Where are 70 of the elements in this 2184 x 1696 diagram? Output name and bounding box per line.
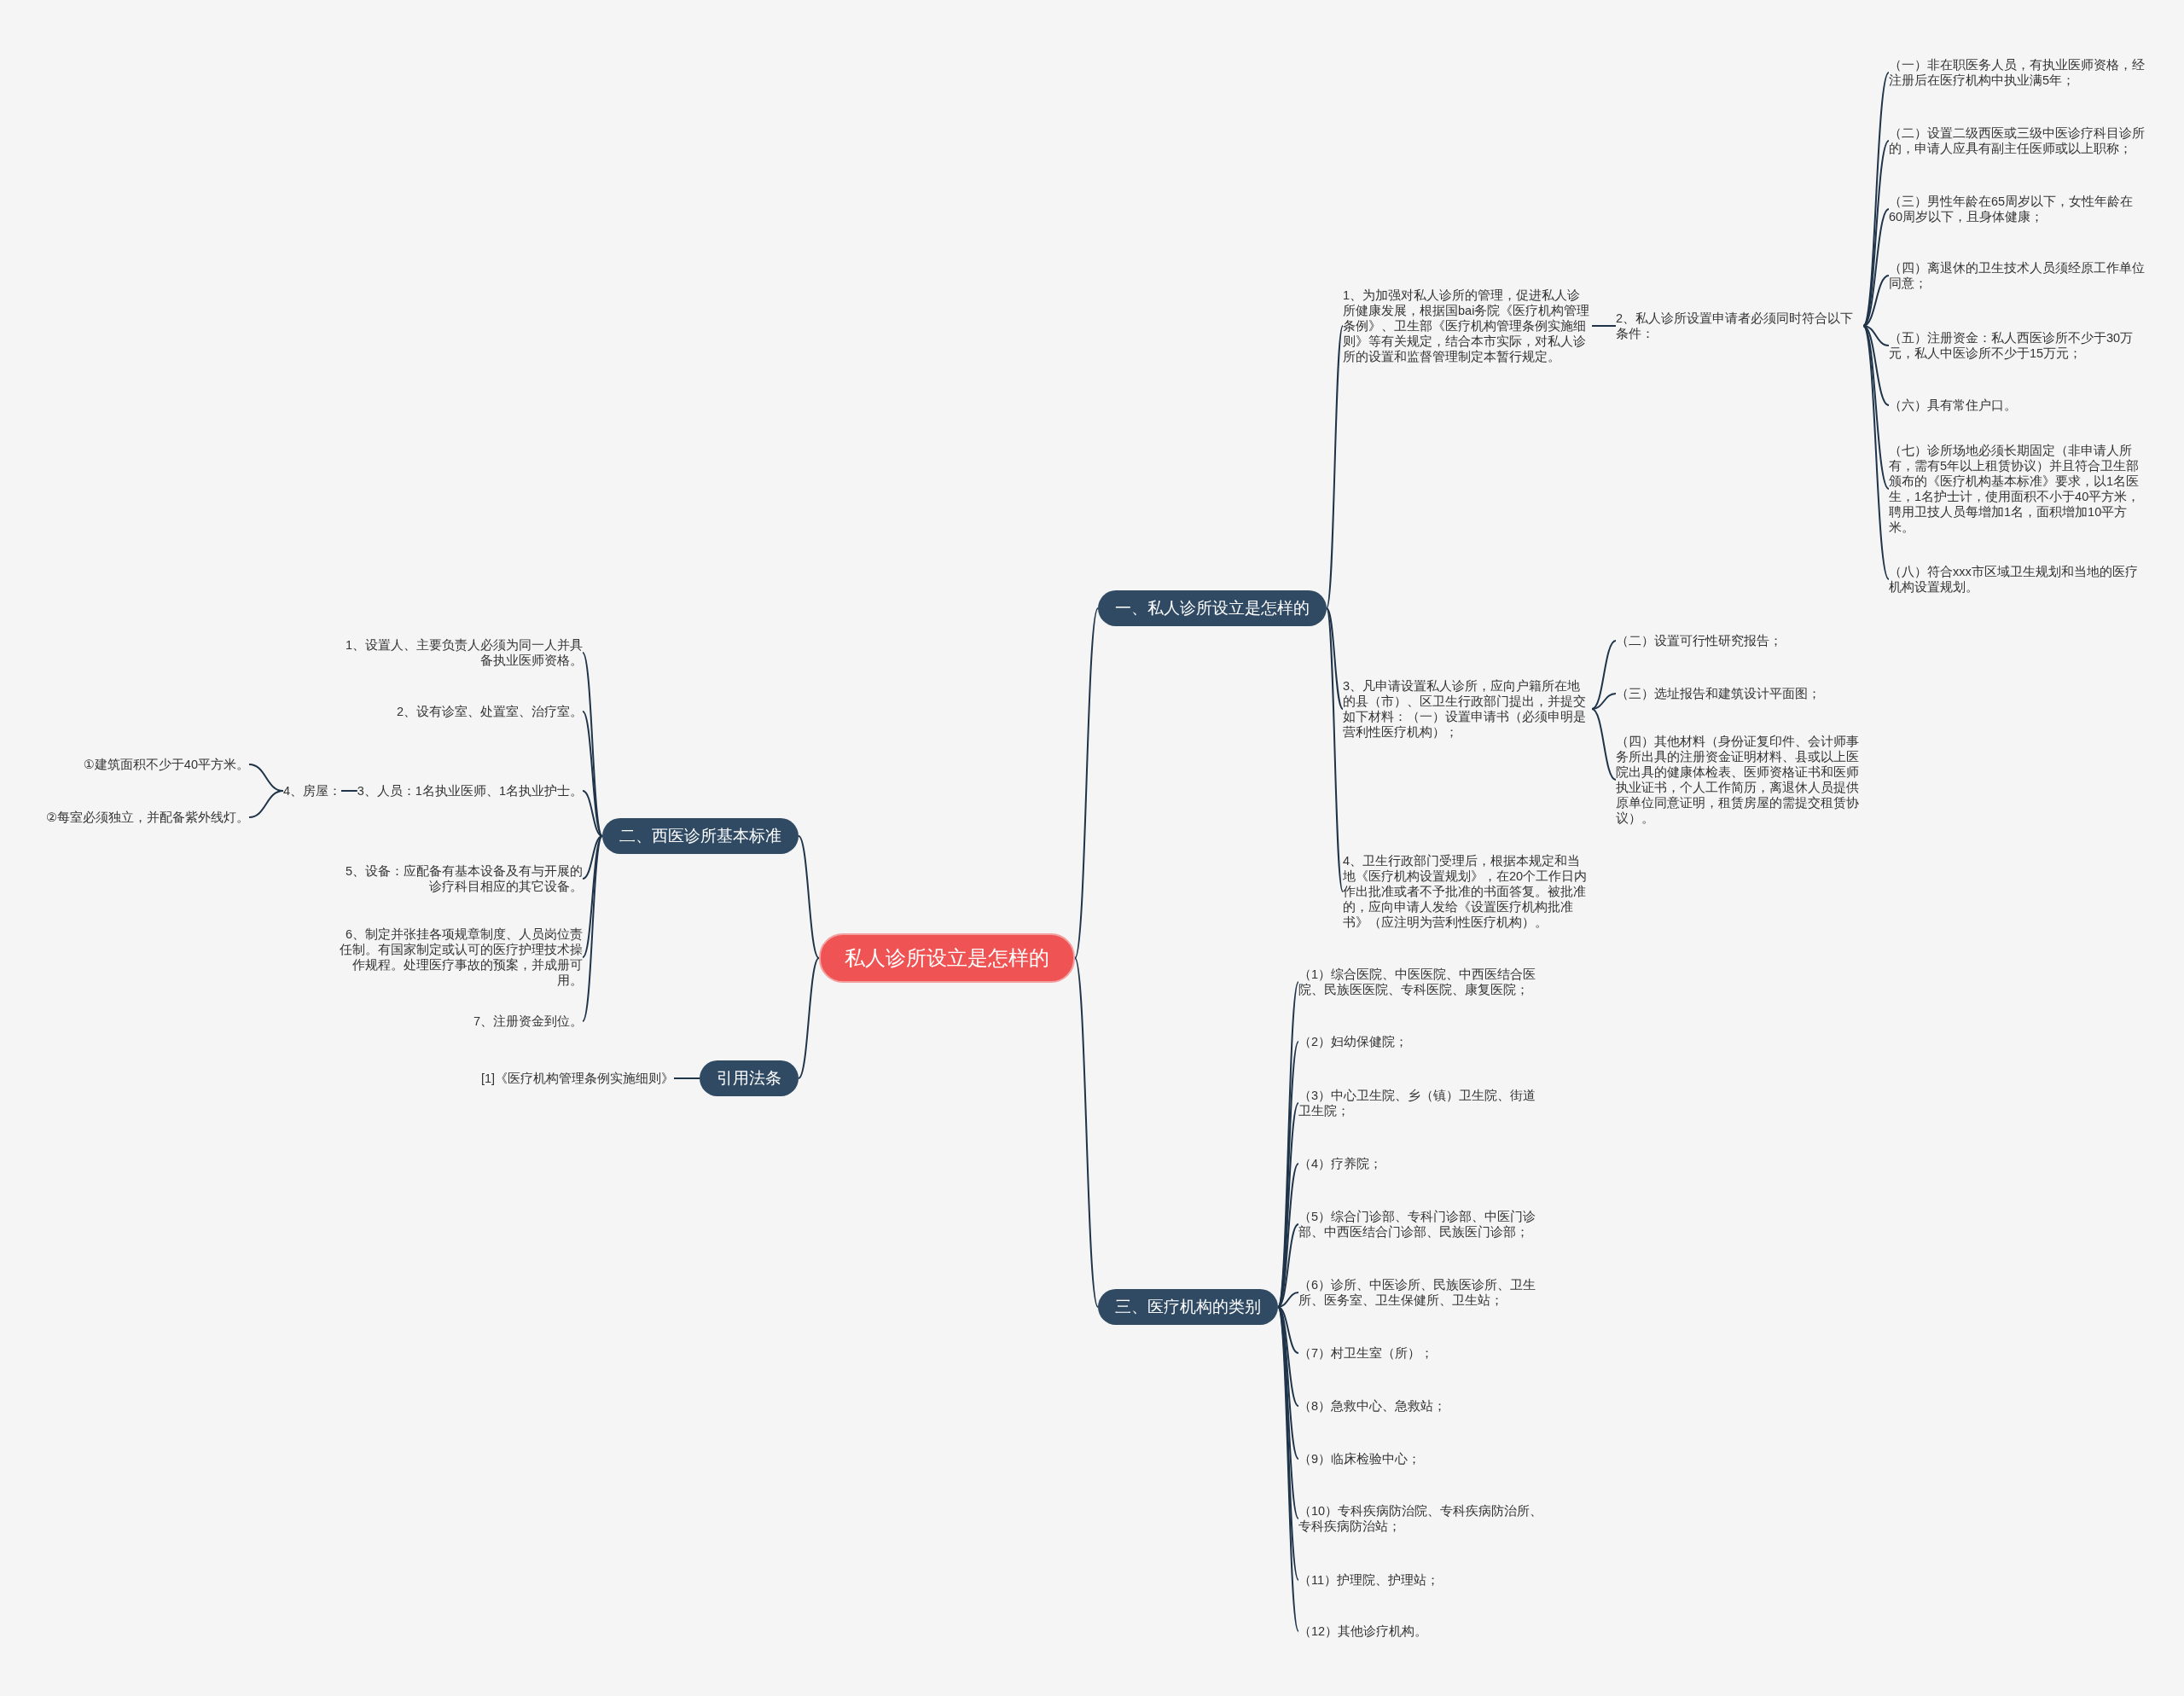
branch-text: （三）选址报告和建筑设计平面图； bbox=[1616, 686, 1821, 701]
branch-text: （9）临床检验中心； bbox=[1298, 1451, 1421, 1467]
connector-line bbox=[1277, 1306, 1299, 1354]
branch-text: （11）护理院、护理站； bbox=[1298, 1572, 1440, 1588]
topic-pill: 一、私人诊所设立是怎样的 bbox=[1098, 590, 1327, 626]
branch-text: 3、凡申请设置私人诊所，应向户籍所在地的县（市）、区卫生行政部门提出，并提交如下材料：（一）设置申请书（必须申明是营利性医疗机构）； bbox=[1343, 678, 1592, 740]
branch-text: （1）综合医院、中医医院、中西医结合医院、民族医医院、专科医院、康复医院； bbox=[1298, 967, 1546, 997]
branch-text: （四）其他材料（身份证复印件、会计师事务所出具的注册资金证明材料、县或以上医院出具的健康体检表、医师资格证书和医师执业证书，个人工作简历，离退休人员提供原单位同意证明，租赁房屋的需提交租赁协议）。 bbox=[1616, 734, 1865, 826]
branch-text: （3）中心卫生院、乡（镇）卫生院、街道卫生院； bbox=[1298, 1088, 1546, 1118]
connector-line bbox=[1277, 1223, 1299, 1308]
connector-line bbox=[1862, 275, 1890, 327]
connector-line bbox=[1074, 607, 1099, 959]
connector-line bbox=[1862, 325, 1890, 580]
branch-text: 6、制定并张挂各项规章制度、人员岗位责任制。有国家制定或认可的医疗护理技术操作规程。处理医疗事故的预案，并成册可用。 bbox=[334, 926, 583, 988]
branch-text: （2）妇幼保健院； bbox=[1298, 1034, 1409, 1049]
connector-line bbox=[582, 711, 603, 837]
branch-text: （八）符合xxx市区域卫生规划和当地的医疗机构设置规划。 bbox=[1889, 564, 2145, 595]
branch-text: 2、设有诊室、处置室、治疗室。 bbox=[396, 704, 583, 719]
branch-text: 1、为加强对私人诊所的管理，促进私人诊所健康发展，根据国bai务院《医疗机构管理条例》、卫生部《医疗机构管理条例实施细则》等有关规定，结合本市实际，对私人诊所的设置和监督管理制定本暂行规定。 bbox=[1343, 288, 1592, 364]
connector-line bbox=[248, 790, 284, 818]
connector-line bbox=[340, 790, 358, 792]
branch-text: （5）综合门诊部、专科门诊部、中医门诊部、中西医结合门诊部、民族医门诊部； bbox=[1298, 1209, 1546, 1240]
branch-text: （四）离退休的卫生技术人员须经原工作单位同意； bbox=[1889, 260, 2145, 291]
connector-line bbox=[1591, 708, 1617, 781]
branch-text: （4）疗养院； bbox=[1298, 1156, 1383, 1171]
connector-line bbox=[1591, 640, 1617, 710]
connector-line bbox=[582, 835, 603, 958]
branch-text: 7、注册资金到位。 bbox=[473, 1014, 583, 1029]
connector-line bbox=[1074, 957, 1099, 1308]
connector-line bbox=[1326, 607, 1344, 710]
branch-text: ②每室必须独立，并配备紫外线灯。 bbox=[46, 810, 249, 825]
branch-text: （8）急救中心、急救站； bbox=[1298, 1398, 1447, 1414]
connector-line bbox=[1862, 208, 1890, 327]
connector-line bbox=[582, 835, 603, 1022]
branch-text: （五）注册资金：私人西医诊所不少于30万元，私人中医诊所不少于15万元； bbox=[1889, 330, 2145, 361]
connector-line bbox=[798, 835, 820, 959]
connector-line bbox=[673, 1077, 700, 1079]
branch-text: （一）非在职医务人员，有执业医师资格，经注册后在医疗机构中执业满5年； bbox=[1889, 57, 2145, 88]
connector-line bbox=[1277, 1292, 1299, 1308]
connector-line bbox=[582, 835, 603, 880]
branch-text: （12）其他诊疗机构。 bbox=[1298, 1623, 1428, 1639]
branch-text: （七）诊所场地必须长期固定（非申请人所有，需有5年以上租赁协议）并且符合卫生部颁布的《医疗机构基本标准》要求，以1名医生，1名护士计，使用面积不小于40平方米，聘用卫技人员每增加1名，面积增加10平方米。 bbox=[1889, 443, 2145, 535]
connector-line bbox=[798, 957, 820, 1079]
connector-line bbox=[582, 652, 603, 837]
connector-line bbox=[582, 790, 603, 837]
branch-text: 2、私人诊所设置申请者必须同时符合以下条件： bbox=[1616, 311, 1863, 341]
branch-text: （10）专科疾病防治院、专科疾病防治所、专科疾病防治站； bbox=[1298, 1503, 1546, 1534]
connector-line bbox=[1591, 325, 1617, 327]
branch-text: （六）具有常住户口。 bbox=[1889, 398, 2017, 413]
branch-text: 5、设备：应配备有基本设备及有与开展的诊疗科目相应的其它设备。 bbox=[335, 863, 583, 894]
connector-line bbox=[1862, 72, 1890, 327]
central-topic: 私人诊所设立是怎样的 bbox=[819, 933, 1075, 983]
branch-text: 4、房屋： bbox=[282, 783, 341, 799]
branch-text: 4、卫生行政部门受理后，根据本规定和当地《医疗机构设置规划》，在20个工作日内作出批准或者不予批准的书面答复。被批准的，应向申请人发给《设置医疗机构批准书》（应注明为营利性医疗机构）。 bbox=[1343, 853, 1592, 930]
branch-text: （二）设置二级西医或三级中医诊疗科目诊所的，申请人应具有副主任医师或以上职称； bbox=[1889, 125, 2145, 156]
branch-text: [1]《医疗机构管理条例实施细则》 bbox=[480, 1071, 674, 1086]
branch-text: （二）设置可行性研究报告； bbox=[1616, 633, 1782, 648]
branch-text: 1、设置人、主要负责人必须为同一人并具备执业医师资格。 bbox=[335, 637, 583, 668]
branch-text: （6）诊所、中医诊所、民族医诊所、卫生所、医务室、卫生保健所、卫生站； bbox=[1298, 1277, 1546, 1308]
connector-line bbox=[1326, 325, 1344, 609]
topic-pill: 二、西医诊所基本标准 bbox=[602, 818, 799, 854]
topic-pill: 引用法条 bbox=[700, 1060, 799, 1096]
branch-text: 3、人员：1名执业医师、1名执业护士。 bbox=[357, 783, 583, 799]
branch-text: （7）村卫生室（所）； bbox=[1298, 1345, 1434, 1361]
topic-pill: 三、医疗机构的类别 bbox=[1098, 1289, 1278, 1325]
connector-line bbox=[1591, 693, 1617, 710]
connector-line bbox=[1326, 607, 1344, 892]
connector-line bbox=[1862, 325, 1890, 406]
branch-text: ①建筑面积不少于40平方米。 bbox=[83, 757, 249, 772]
branch-text: （三）男性年龄在65周岁以下，女性年龄在60周岁以下，且身体健康； bbox=[1889, 194, 2145, 224]
